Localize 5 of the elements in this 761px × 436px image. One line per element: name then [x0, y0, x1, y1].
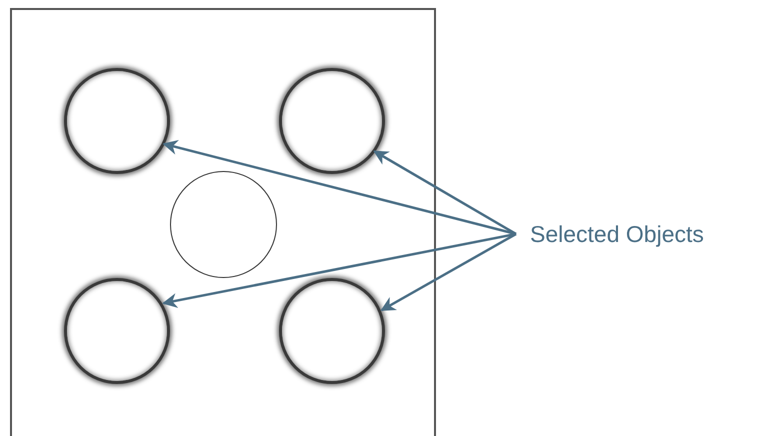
arrow: [162, 232, 516, 308]
frame-box: [10, 8, 436, 436]
arrow: [373, 150, 517, 236]
callout-label: Selected Objects: [530, 222, 704, 246]
arrow: [380, 232, 517, 312]
